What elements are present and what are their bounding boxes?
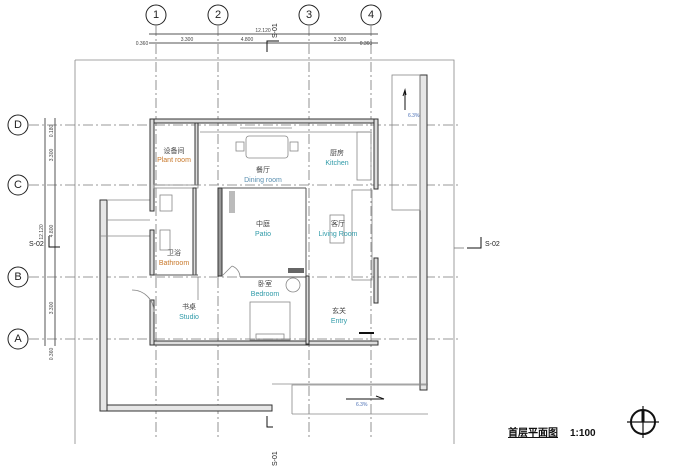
svg-text:12.120: 12.120 xyxy=(39,224,45,240)
axis-bubble-B: B xyxy=(7,266,29,288)
svg-text:设备间: 设备间 xyxy=(164,146,185,155)
svg-text:6.3%: 6.3% xyxy=(356,402,368,408)
svg-text:4.800: 4.800 xyxy=(241,37,254,43)
svg-text:S-01: S-01 xyxy=(272,23,279,38)
svg-text:D: D xyxy=(14,119,22,131)
room-entry: 玄关 Entry xyxy=(331,306,348,325)
svg-text:书桌: 书桌 xyxy=(182,302,196,311)
svg-text:首层平面图: 首层平面图 xyxy=(508,426,558,439)
svg-text:3.300: 3.300 xyxy=(334,37,347,43)
drawing-title: 首层平面图 1:100 xyxy=(508,426,596,439)
svg-text:4.800: 4.800 xyxy=(49,225,55,238)
axis-bubble-D: D xyxy=(7,114,29,136)
svg-text:C: C xyxy=(14,179,22,191)
site-boundary xyxy=(74,59,455,444)
room-patio: 中庭 Patio xyxy=(255,219,271,238)
svg-text:3.300: 3.300 xyxy=(49,149,55,162)
top-dimension: 12.120 0.360 3.300 4.800 3.300 0.360 xyxy=(136,28,378,47)
section-mark-s01-bottom: S-01 xyxy=(266,416,279,466)
svg-text:Kitchen: Kitchen xyxy=(325,160,348,167)
room-kitchen: 厨房 Kitchen xyxy=(325,148,348,167)
axis-bubble-3: 3 xyxy=(298,4,320,26)
room-studio: 书桌 Studio xyxy=(179,302,199,321)
left-dimension: 12.120 0.180 3.300 4.800 3.300 0.360 xyxy=(39,118,56,361)
room-plant-room: 设备间 Plant room xyxy=(157,146,191,164)
svg-text:2: 2 xyxy=(215,9,221,21)
svg-text:Entry: Entry xyxy=(331,318,348,325)
svg-text:0.180: 0.180 xyxy=(49,125,55,138)
svg-text:玄关: 玄关 xyxy=(332,306,346,315)
axis-bubble-1: 1 xyxy=(145,4,167,26)
svg-text:Plant room: Plant room xyxy=(157,157,191,164)
svg-text:Bedroom: Bedroom xyxy=(251,291,280,298)
svg-text:3: 3 xyxy=(306,9,312,21)
axis-bubble-2: 2 xyxy=(207,4,229,26)
svg-text:6.3%: 6.3% xyxy=(408,113,420,119)
room-bathroom: 卫浴 Bathroom xyxy=(159,248,190,267)
grid-lines xyxy=(29,26,460,440)
svg-text:S-02: S-02 xyxy=(29,241,44,248)
svg-text:B: B xyxy=(14,271,21,283)
svg-text:卫浴: 卫浴 xyxy=(167,248,181,257)
room-living-room: 客厅 Living Room xyxy=(319,219,358,238)
svg-text:S-02: S-02 xyxy=(485,241,500,248)
svg-text:客厅: 客厅 xyxy=(331,219,345,228)
svg-text:3.300: 3.300 xyxy=(49,302,55,315)
section-mark-s02-right: S-02 xyxy=(454,237,500,249)
svg-text:中庭: 中庭 xyxy=(256,219,270,228)
svg-text:A: A xyxy=(14,333,22,345)
svg-text:0.360: 0.360 xyxy=(136,41,149,47)
svg-text:卧室: 卧室 xyxy=(258,279,272,288)
svg-text:Living Room: Living Room xyxy=(319,231,358,238)
deck-bottom: 6.3% xyxy=(99,199,428,415)
room-bedroom: 卧室 Bedroom xyxy=(251,279,280,298)
room-dining-room: 餐厅 Dining room xyxy=(244,165,282,184)
svg-text:4: 4 xyxy=(368,9,374,21)
axis-bubble-C: C xyxy=(7,174,29,196)
svg-text:0.360: 0.360 xyxy=(49,348,55,361)
svg-text:0.360: 0.360 xyxy=(360,41,373,47)
svg-text:Bathroom: Bathroom xyxy=(159,260,190,267)
svg-text:Patio: Patio xyxy=(255,231,271,238)
svg-text:1: 1 xyxy=(153,9,159,21)
north-arrow-icon xyxy=(627,406,659,438)
building-walls xyxy=(131,118,379,346)
section-mark-s01-top: S-01 xyxy=(266,23,279,52)
svg-text:餐厅: 餐厅 xyxy=(256,165,270,174)
section-mark-s02-left: S-02 xyxy=(29,236,60,248)
svg-text:12.120: 12.120 xyxy=(255,28,271,34)
axis-bubble-4: 4 xyxy=(360,4,382,26)
svg-text:1:100: 1:100 xyxy=(570,428,596,439)
svg-text:Studio: Studio xyxy=(179,314,199,321)
axis-bubble-A: A xyxy=(7,328,29,350)
svg-text:3.300: 3.300 xyxy=(181,37,194,43)
svg-text:Dining room: Dining room xyxy=(244,177,282,184)
svg-text:厨房: 厨房 xyxy=(330,148,344,157)
deck-right: 6.3% xyxy=(391,74,428,391)
svg-text:S-01: S-01 xyxy=(272,451,279,466)
